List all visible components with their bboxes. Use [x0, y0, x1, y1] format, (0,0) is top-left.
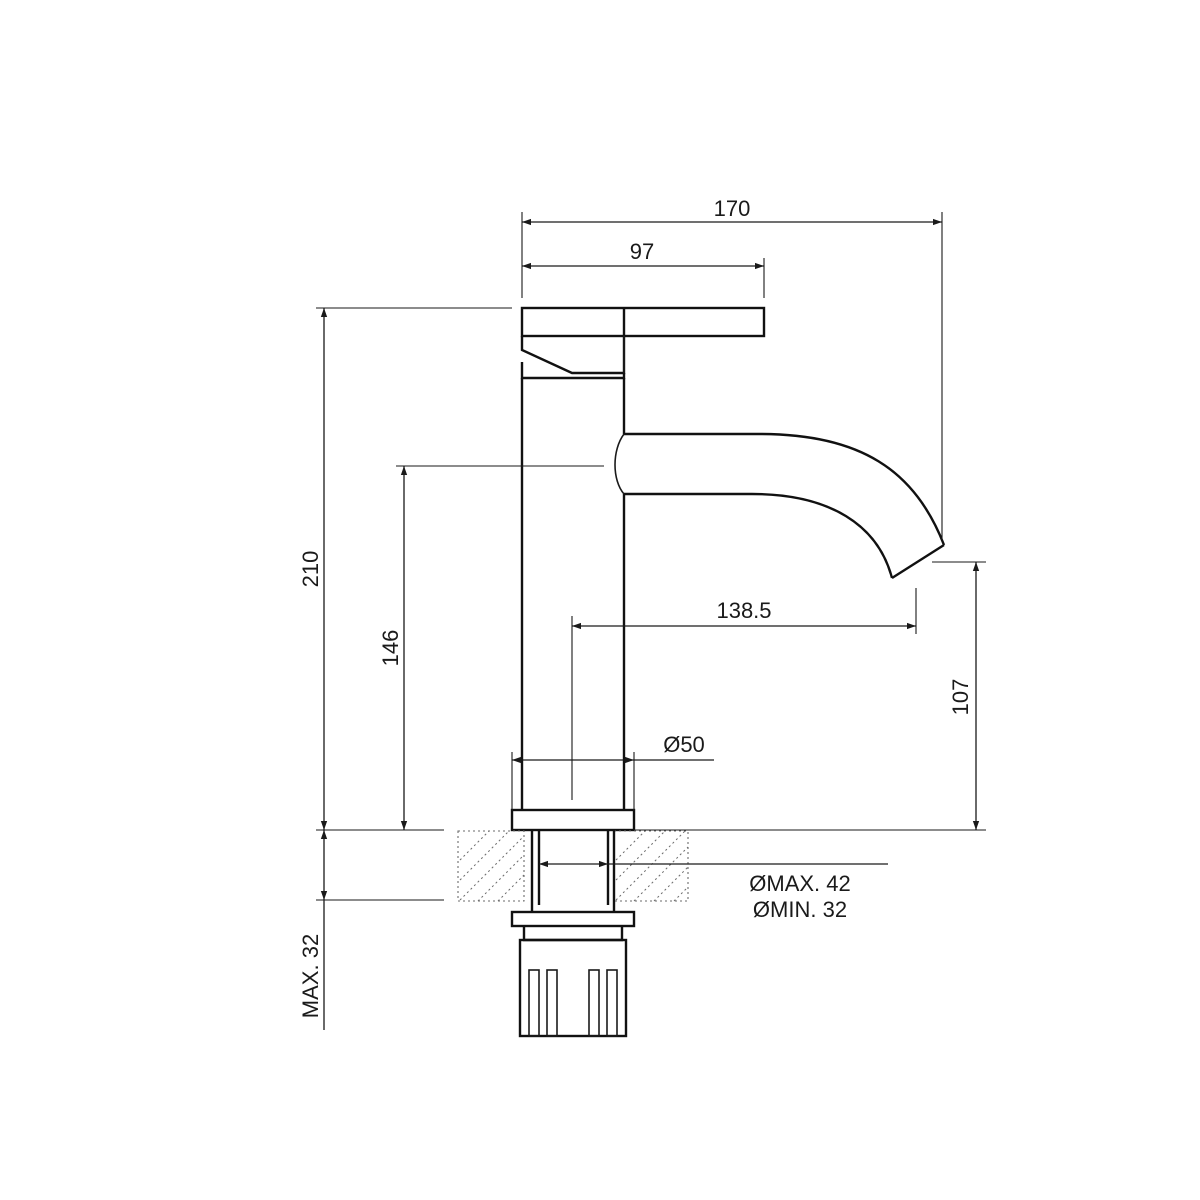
spout-bottom-curve	[624, 492, 894, 579]
washer	[510, 910, 636, 928]
spout-joint	[614, 433, 625, 495]
nut-ribs	[528, 969, 618, 1037]
label-138-5: 138.5	[716, 598, 771, 623]
label-deck-max: MAX. 32	[298, 934, 323, 1018]
faucet-outline	[510, 306, 946, 832]
base-flange	[510, 808, 636, 832]
dimension-lines	[316, 212, 986, 1030]
shank-assembly	[510, 830, 636, 1038]
spout-top-curve	[624, 432, 946, 546]
label-97: 97	[630, 239, 654, 264]
label-hole-min: ØMIN. 32	[753, 897, 847, 922]
dimension-labels: 170 97 210 146 138.5 107 Ø50 ØMAX. 42 ØM…	[298, 196, 973, 1018]
label-107: 107	[948, 679, 973, 716]
label-146: 146	[378, 630, 403, 667]
deck-left-hatch-lines	[459, 830, 525, 902]
deck-left-hatch	[457, 830, 525, 902]
deck-right-hatch	[613, 830, 689, 902]
handle-lever	[520, 306, 766, 338]
label-hole-max: ØMAX. 42	[749, 871, 850, 896]
deck-right-hatch-lines	[615, 830, 689, 902]
label-diameter-50: Ø50	[663, 732, 705, 757]
fixing-nut	[518, 938, 628, 1038]
label-210: 210	[298, 551, 323, 588]
nut-collar	[522, 926, 624, 942]
handle-collar	[520, 362, 626, 380]
handle-cap	[520, 308, 626, 375]
label-170: 170	[714, 196, 751, 221]
spout-outlet	[891, 543, 945, 580]
deck-section	[457, 830, 689, 902]
